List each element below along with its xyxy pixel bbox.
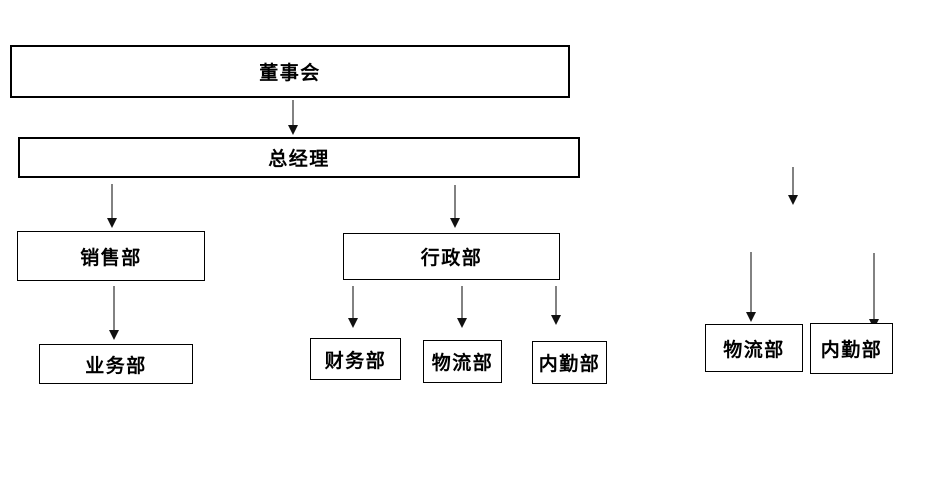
org-box-logistics-dept: 物流部 bbox=[423, 340, 502, 383]
org-box-board: 董事会 bbox=[10, 45, 570, 98]
arrow-admin-to-logistics bbox=[457, 286, 467, 328]
org-box-logistics-dept-floating-label: 物流部 bbox=[723, 338, 785, 361]
org-box-general-manager-label: 总经理 bbox=[268, 148, 330, 170]
org-box-general-manager: 总经理 bbox=[18, 137, 580, 178]
org-box-logistics-dept-floating: 物流部 bbox=[705, 324, 803, 372]
org-box-internal-affairs-dept: 内勤部 bbox=[532, 341, 607, 384]
org-box-internal-affairs-dept-floating: 内勤部 bbox=[810, 323, 893, 374]
org-box-internal-affairs-dept-label: 内勤部 bbox=[538, 353, 601, 375]
arrow-board-to-gm bbox=[288, 100, 298, 135]
org-box-finance-dept-label: 财务部 bbox=[324, 349, 387, 372]
arrow-gm-to-sales bbox=[107, 184, 117, 228]
arrow-gm-to-admin bbox=[450, 185, 460, 228]
org-box-admin-dept: 行政部 bbox=[343, 233, 560, 280]
org-box-admin-dept-label: 行政部 bbox=[420, 247, 483, 269]
org-box-logistics-dept-label: 物流部 bbox=[431, 352, 494, 374]
org-box-business-dept-label: 业务部 bbox=[85, 354, 147, 377]
org-box-sales-dept: 销售部 bbox=[17, 231, 205, 281]
arrow-sales-to-business bbox=[109, 286, 119, 340]
arrow-admin-to-internal bbox=[551, 286, 561, 325]
org-box-sales-dept-label: 销售部 bbox=[80, 246, 142, 269]
org-box-internal-affairs-dept-floating-label: 内勤部 bbox=[820, 339, 883, 361]
arrow-to-logistics-floating bbox=[746, 252, 756, 322]
arrow-floating-short bbox=[788, 167, 798, 205]
org-box-business-dept: 业务部 bbox=[39, 344, 193, 384]
arrow-admin-to-finance bbox=[348, 286, 358, 328]
arrow-to-internal-floating bbox=[869, 253, 879, 329]
org-box-finance-dept: 财务部 bbox=[310, 338, 401, 380]
org-box-board-label: 董事会 bbox=[259, 62, 321, 84]
